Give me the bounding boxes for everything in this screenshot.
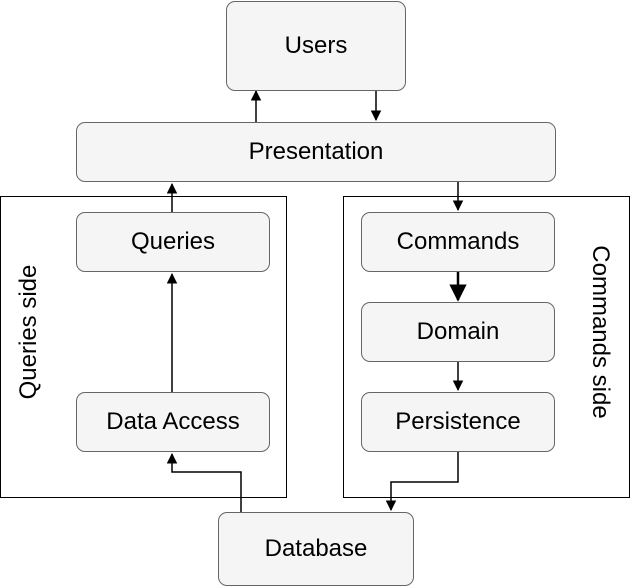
commands-side-label: Commands side [587, 245, 614, 419]
commands-node: Commands [361, 212, 555, 272]
queries-side-group [0, 196, 287, 498]
database-node: Database [218, 512, 414, 586]
edge-persistence-to-database [385, 452, 459, 512]
edge-database-to-data-access [166, 452, 242, 512]
queries-node: Queries [76, 212, 270, 272]
presentation-node: Presentation [76, 122, 556, 182]
queries-side-label: Queries side [15, 264, 42, 400]
data-access-node: Data Access [76, 392, 270, 452]
persistence-node: Persistence [361, 392, 555, 452]
commands-side-group [343, 196, 630, 498]
domain-node: Domain [361, 302, 555, 362]
users-node: Users [226, 1, 406, 91]
